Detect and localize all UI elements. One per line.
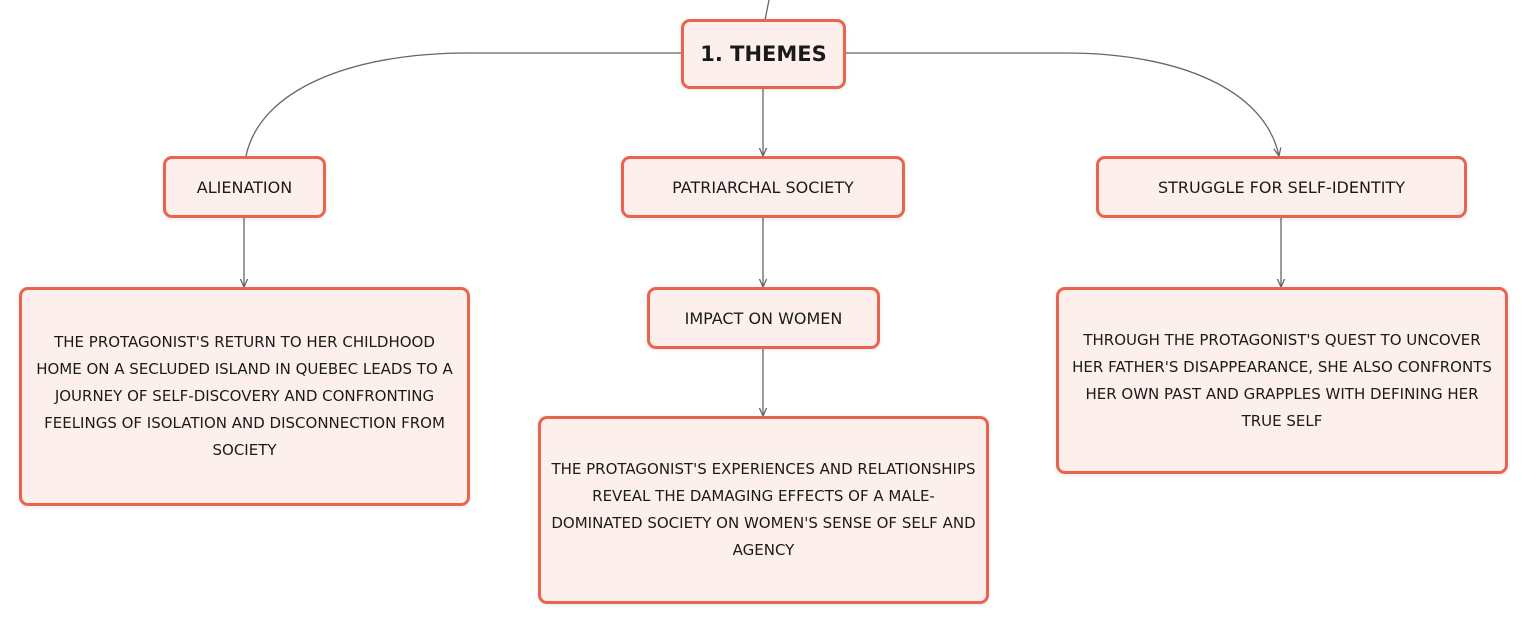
themes-root-node[interactable]: 1. THEMES	[681, 19, 846, 89]
impact-detail-node[interactable]: THE PROTAGONIST'S EXPERIENCES AND RELATI…	[538, 416, 989, 604]
impact-on-women-node[interactable]: IMPACT ON WOMEN	[647, 287, 880, 349]
themes-root-label: 1. THEMES	[700, 42, 827, 66]
self-identity-label: STRUGGLE FOR SELF-IDENTITY	[1158, 177, 1405, 197]
alienation-node[interactable]: ALIENATION	[163, 156, 326, 218]
alienation-label: ALIENATION	[196, 177, 293, 197]
self-identity-node[interactable]: STRUGGLE FOR SELF-IDENTITY	[1096, 156, 1467, 218]
connector-themes-to-self-identity	[845, 52, 1279, 156]
connector-themes-to-alienation	[245, 52, 682, 157]
patriarchal-society-label: PATRIARCHAL SOCIETY	[672, 177, 854, 197]
self-identity-detail-text: THROUGH THE PROTAGONIST'S QUEST TO UNCOV…	[1072, 330, 1492, 430]
impact-on-women-label: IMPACT ON WOMEN	[684, 308, 843, 328]
self-identity-detail-node[interactable]: THROUGH THE PROTAGONIST'S QUEST TO UNCOV…	[1056, 287, 1508, 474]
connector-incoming	[764, 0, 770, 21]
impact-detail-text: THE PROTAGONIST'S EXPERIENCES AND RELATI…	[551, 460, 976, 559]
patriarchal-society-node[interactable]: PATRIARCHAL SOCIETY	[621, 156, 905, 218]
alienation-detail-node[interactable]: THE PROTAGONIST'S RETURN TO HER CHILDHOO…	[19, 287, 470, 506]
alienation-detail-text: THE PROTAGONIST'S RETURN TO HER CHILDHOO…	[36, 333, 453, 459]
